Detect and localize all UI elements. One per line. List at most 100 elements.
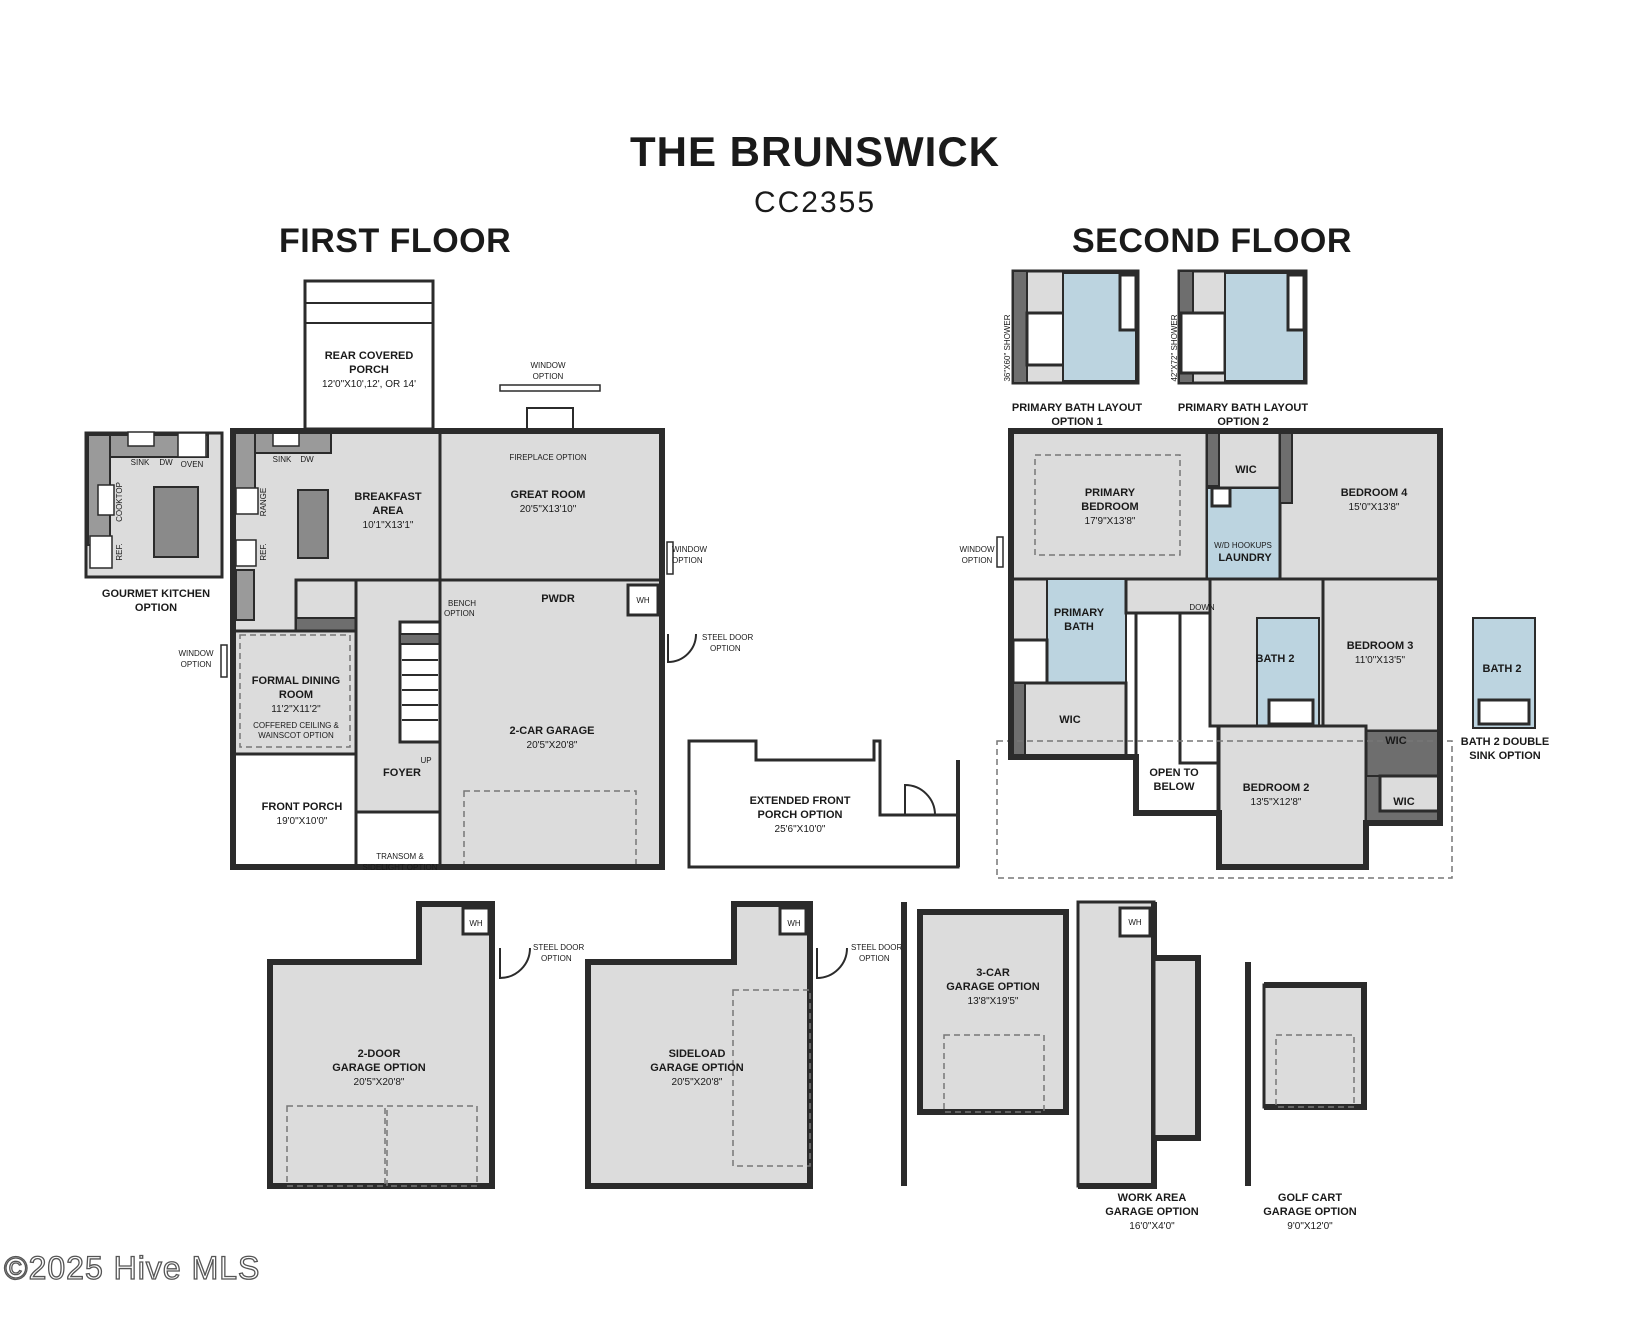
bench-option-2: OPTION xyxy=(444,609,475,618)
rear-porch-size: 12'0"X10',12', OR 14' xyxy=(322,379,416,390)
bath2-option-label: BATH 2 xyxy=(1483,663,1522,675)
bedroom2-label: BEDROOM 2 xyxy=(1243,782,1310,794)
down-label: DOWN xyxy=(1189,603,1215,612)
bedroom-3 xyxy=(1321,577,1442,733)
bench-option-1: BENCH xyxy=(448,599,476,608)
gourmet-kitchen-option xyxy=(84,431,224,579)
front-porch-label: FRONT PORCH xyxy=(262,801,343,813)
extended-front-porch-option xyxy=(687,739,960,869)
open-below-1: OPEN TO xyxy=(1149,767,1199,779)
gk-oven-label: OVEN xyxy=(181,460,204,469)
window-option-right-1: WINDOW xyxy=(672,545,708,554)
bath2-label: BATH 2 xyxy=(1256,653,1295,665)
shower-2-label: 42"X72" SHOWER xyxy=(1170,314,1179,381)
wic-bedroom2-label: WIC xyxy=(1393,796,1414,808)
garage-label: 2-CAR GARAGE xyxy=(510,725,595,737)
breakfast-label-2: AREA xyxy=(372,505,403,517)
kitchen-dw-label: DW xyxy=(300,455,314,464)
bath-2-double-sink-option xyxy=(1472,617,1536,729)
work-area-label-2: GARAGE OPTION xyxy=(1105,1206,1199,1218)
plan-title: THE BRUNSWICK xyxy=(630,128,1000,175)
breakfast-label-1: BREAKFAST xyxy=(354,491,422,503)
formal-dining-room xyxy=(231,629,358,756)
bedroom2-size: 13'5"X12'8" xyxy=(1251,797,1302,808)
rear-porch-label-2: PORCH xyxy=(349,364,389,376)
great-room xyxy=(438,429,664,582)
wic-bedroom3-label: WIC xyxy=(1385,735,1406,747)
gk-cooktop-label: COOKTOP xyxy=(115,482,124,522)
three-car-label-1: 3-CAR xyxy=(976,967,1010,979)
steel-door-2: OPTION xyxy=(710,644,741,653)
wic-bath-label: WIC xyxy=(1059,714,1080,726)
first-floor-heading: FIRST FLOOR xyxy=(279,222,512,260)
window-option-left-1: WINDOW xyxy=(178,649,214,658)
primary-bedroom-2: BEDROOM xyxy=(1081,501,1138,513)
stairs-up-label: UP xyxy=(420,756,431,765)
two-door-size: 20'5"X20'8" xyxy=(354,1077,405,1088)
window-option-top-2: OPTION xyxy=(533,372,564,381)
coffered-2: WAINSCOT OPTION xyxy=(258,731,334,740)
primary-bedroom-size: 17'9"X13'8" xyxy=(1085,516,1136,527)
golf-cart-size: 9'0"X12'0" xyxy=(1287,1221,1333,1232)
transom-2: SIDELIGHT OPTION xyxy=(363,863,438,872)
window-option-top xyxy=(499,384,601,392)
bath-opt2-1: PRIMARY BATH LAYOUT xyxy=(1178,402,1308,414)
plan-code: CC2355 xyxy=(753,186,877,219)
golf-cart-label-2: GARAGE OPTION xyxy=(1263,1206,1357,1218)
rear-porch-label-1: REAR COVERED xyxy=(325,350,414,362)
rear-covered-porch xyxy=(303,279,435,431)
three-car-label-2: GARAGE OPTION xyxy=(946,981,1040,993)
bath2-double-1: BATH 2 DOUBLE xyxy=(1461,736,1549,748)
shower-1-label: 36"X60" SHOWER xyxy=(1003,314,1012,381)
window-option-right-2: OPTION xyxy=(672,556,703,565)
window-option-top-1: WINDOW xyxy=(530,361,566,370)
window-option-2f-2: OPTION xyxy=(962,556,993,565)
work-area-label-1: WORK AREA xyxy=(1118,1192,1187,1204)
bedroom3-label: BEDROOM 3 xyxy=(1347,640,1414,652)
bath-opt1-1: PRIMARY BATH LAYOUT xyxy=(1012,402,1142,414)
kitchen-range-label: RANGE xyxy=(259,488,268,516)
two-door-label-2: GARAGE OPTION xyxy=(332,1062,426,1074)
bath-opt2-2: OPTION 2 xyxy=(1217,416,1268,428)
bedroom-2 xyxy=(1217,724,1368,869)
first-floor-plan xyxy=(220,407,697,870)
steel-door-1: STEEL DOOR xyxy=(702,633,753,642)
gk-ref-label: REF. xyxy=(115,543,124,560)
primary-bath-2: BATH xyxy=(1064,621,1094,633)
second-floor-heading: SECOND FLOOR xyxy=(1072,222,1352,260)
second-floor-plan xyxy=(996,428,1453,879)
bedroom4-size: 15'0"X13'8" xyxy=(1349,502,1400,513)
wh-workarea-label: WH xyxy=(1128,918,1142,927)
work-area-garage-option xyxy=(1076,900,1201,1189)
pwdr-label: PWDR xyxy=(541,593,575,605)
window-option-left-2: OPTION xyxy=(181,660,212,669)
primary-bath-option-1 xyxy=(1011,269,1140,385)
dining-size: 11'2"X11'2" xyxy=(271,704,321,715)
wh-2door-label: WH xyxy=(469,919,483,928)
wd-hookups-label: W/D HOOKUPS xyxy=(1214,541,1272,550)
gk-label-1: GOURMET KITCHEN xyxy=(102,588,210,600)
primary-bath xyxy=(1046,578,1127,684)
gk-dw-label: DW xyxy=(159,458,173,467)
front-porch-size: 19'0"X10'0" xyxy=(277,816,328,827)
window-option-2f-1: WINDOW xyxy=(959,545,995,554)
three-car-garage-option xyxy=(901,902,1069,1186)
golf-cart-label-1: GOLF CART xyxy=(1278,1192,1342,1204)
breakfast-size: 10'1"X13'1" xyxy=(363,520,414,531)
kitchen-ref-label: REF. xyxy=(259,543,268,560)
extended-porch-2: PORCH OPTION xyxy=(758,809,843,821)
sideload-garage-option xyxy=(585,901,848,1189)
bedroom3-size: 11'0"X13'5" xyxy=(1355,655,1406,666)
two-door-garage-option xyxy=(267,901,531,1189)
sideload-size: 20'5"X20'8" xyxy=(672,1077,723,1088)
transom-1: TRANSOM & xyxy=(376,852,424,861)
two-car-garage xyxy=(438,578,664,869)
gk-label-2: OPTION xyxy=(135,602,177,614)
garage-size: 20'5"X20'8" xyxy=(527,740,578,751)
fireplace-option-label: FIREPLACE OPTION xyxy=(509,453,587,462)
steel-door-2door-1: STEEL DOOR xyxy=(533,943,584,952)
open-below-2: BELOW xyxy=(1154,781,1196,793)
gk-sink-label: SINK xyxy=(131,458,150,467)
primary-bedroom-1: PRIMARY xyxy=(1085,487,1136,499)
